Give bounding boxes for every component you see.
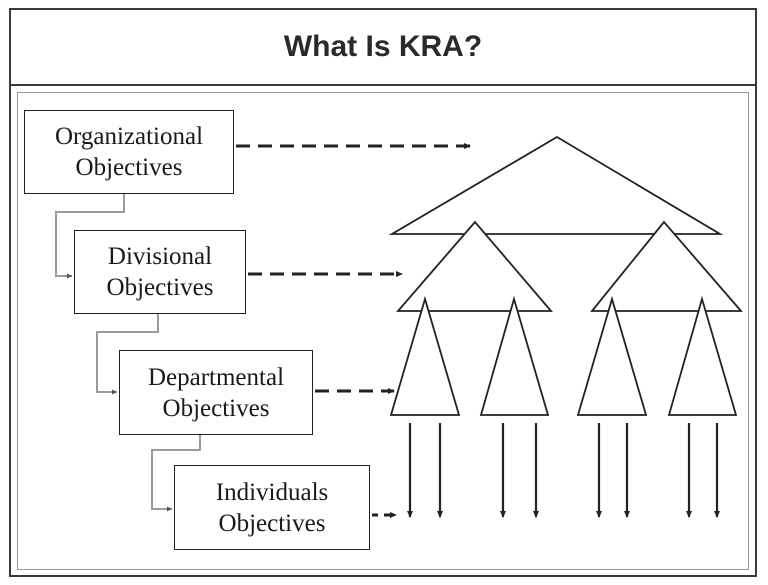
triangle-dept-3 [576, 295, 648, 416]
divisional-objectives-box: Divisional Objectives [74, 230, 246, 314]
level-connectors [55, 194, 201, 512]
dashed-arrows [236, 143, 471, 518]
box-line-1: Individuals [215, 478, 329, 506]
pyramid [388, 135, 743, 416]
triangle-division-right [590, 220, 743, 312]
connector-org-to-div [55, 194, 125, 279]
organizational-objectives-box: Organizational Objectives [24, 110, 234, 194]
diagram-body [17, 92, 749, 570]
connector-dept-to-ind [151, 435, 201, 512]
departmental-objectives-box: Departmental Objectives [119, 350, 313, 435]
individual-arrows [407, 423, 720, 518]
triangle-division-left [396, 220, 553, 312]
diagram-title: What Is KRA? [11, 10, 755, 86]
triangle-dept-2 [479, 295, 550, 416]
box-line-2: Objectives [75, 154, 183, 181]
box-line-2: Objectives [106, 274, 214, 301]
box-line-1: Organizational [54, 123, 204, 150]
box-line-2: Objectives [162, 394, 270, 422]
triangle-dept-1 [389, 295, 461, 416]
individuals-objectives-box: Individuals Objectives [174, 465, 370, 550]
triangle-dept-4 [667, 295, 738, 416]
box-line-1: Divisional [107, 243, 213, 270]
triangle-organizational [388, 135, 724, 235]
box-line-1: Departmental [147, 363, 285, 391]
connector-div-to-dept [96, 314, 159, 395]
box-line-2: Objectives [218, 509, 326, 537]
